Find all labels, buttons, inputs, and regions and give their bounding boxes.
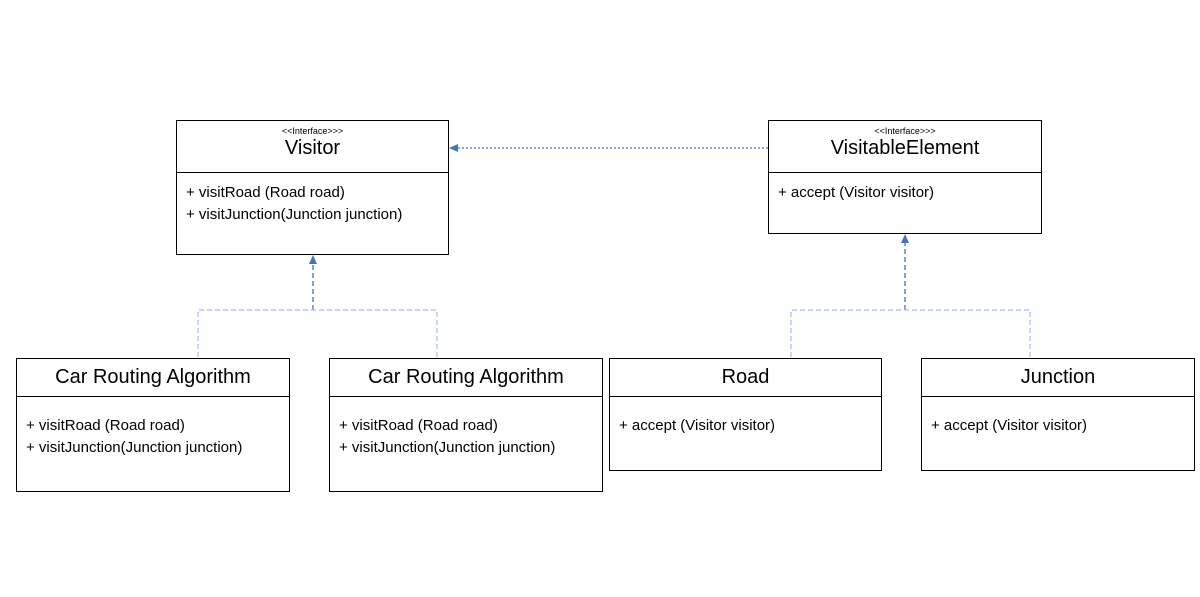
visitable-element-stereotype: <<Interface>>> (874, 126, 936, 136)
car-routing-1-header: Car Routing Algorithm (17, 359, 289, 397)
visitable-element-methods: + accept (Visitor visitor) (769, 173, 1041, 204)
visitor-class-name: Visitor (284, 137, 341, 159)
visitor-methods: + visitRoad (Road road) + visitJunction(… (177, 173, 448, 226)
car-routing-1-class-name: Car Routing Algorithm (55, 366, 251, 388)
car-routing-2-method-visit-junction: + visitJunction(Junction junction) (339, 439, 556, 456)
visitable-realization-branches (790, 309, 1031, 357)
car-routing-2-methods: + visitRoad (Road road) + visitJunction(… (330, 397, 602, 459)
junction-class-name: Junction (1020, 366, 1096, 388)
junction-header: Junction (922, 359, 1194, 397)
car-routing-1-method-visit-junction: + visitJunction(Junction junction) (26, 439, 243, 456)
car-routing-1-method-visit-road: + visitRoad (Road road) (26, 417, 185, 434)
road-method-accept: + accept (Visitor visitor) (619, 417, 776, 434)
junction-methods: + accept (Visitor visitor) (922, 397, 1194, 437)
visitor-header: <<Interface>>> Visitor (177, 121, 448, 173)
road-methods: + accept (Visitor visitor) (610, 397, 881, 437)
car-routing-2-method-visit-road: + visitRoad (Road road) (339, 417, 498, 434)
visitor-realization-arrowhead (309, 255, 317, 264)
junction-class-box: Junction + accept (Visitor visitor) (921, 358, 1195, 471)
visitor-method-visit-road: + visitRoad (Road road) (186, 184, 345, 201)
car-routing-2-header: Car Routing Algorithm (330, 359, 602, 397)
visitor-method-visit-junction: + visitJunction(Junction junction) (186, 206, 403, 223)
car-routing-class-box-2: Car Routing Algorithm + visitRoad (Road … (329, 358, 603, 492)
dependency-arrowhead (449, 144, 458, 152)
visitable-element-interface-box: <<Interface>>> VisitableElement + accept… (768, 120, 1042, 234)
visitable-realization-arrowhead (901, 234, 909, 243)
road-class-box: Road + accept (Visitor visitor) (609, 358, 882, 471)
junction-method-accept: + accept (Visitor visitor) (931, 417, 1088, 434)
car-routing-2-class-name: Car Routing Algorithm (368, 366, 564, 388)
road-header: Road (610, 359, 881, 397)
car-routing-1-methods: + visitRoad (Road road) + visitJunction(… (17, 397, 289, 459)
visitable-element-class-name: VisitableElement (830, 137, 980, 159)
visitable-element-method-accept: + accept (Visitor visitor) (778, 184, 935, 201)
visitable-element-header: <<Interface>>> VisitableElement (769, 121, 1041, 173)
road-class-name: Road (721, 366, 770, 388)
visitor-interface-box: <<Interface>>> Visitor + visitRoad (Road… (176, 120, 449, 255)
visitor-stereotype: <<Interface>>> (281, 126, 344, 136)
visitor-realization-branches (197, 309, 438, 357)
car-routing-class-box-1: Car Routing Algorithm + visitRoad (Road … (16, 358, 290, 492)
